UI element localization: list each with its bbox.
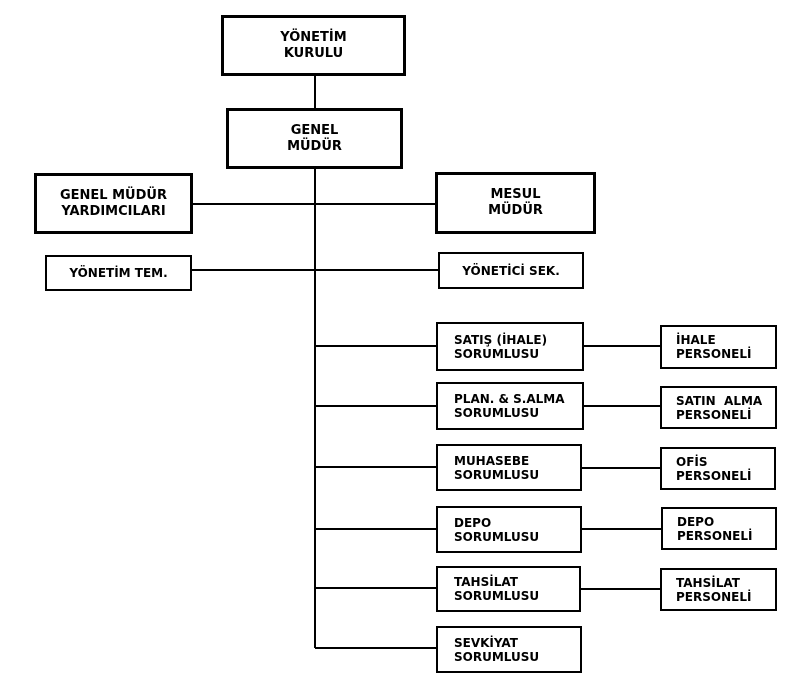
- box-label-line: SORUMLUSU: [454, 529, 540, 544]
- box-label-line: YÖNETİM TEM.: [69, 266, 168, 280]
- box-label-line: YÖNETİM: [280, 29, 347, 45]
- box-label-line: SORUMLUSU: [454, 406, 540, 420]
- box-label-line: PLAN. & S.ALMA: [454, 392, 565, 406]
- box-depo-personeli: DEPO PERSONELİ: [661, 507, 777, 550]
- box-tahsilat-sorumlusu: TAHSİLAT SORUMLUSU: [436, 566, 581, 612]
- box-label-line: PERSONELİ: [676, 468, 752, 483]
- box-label-line: SATIŞ (İHALE): [454, 332, 548, 347]
- box-label-line: SORUMLUSU: [454, 467, 540, 482]
- box-mesul-mudur: MESUL MÜDÜR: [435, 172, 596, 234]
- box-label-line: MUHASEBE: [454, 453, 530, 468]
- box-genel-mudur: GENEL MÜDÜR: [226, 108, 403, 169]
- box-tahsilat-personeli: TAHSİLAT PERSONELİ: [660, 568, 777, 611]
- box-label-line: İHALE: [676, 333, 716, 347]
- box-label-line: GENEL MÜDÜR: [60, 187, 167, 203]
- box-label-line: OFİS: [676, 454, 708, 469]
- box-genel-mudur-yardimcilari: GENEL MÜDÜR YARDIMCILARI: [34, 173, 193, 234]
- box-label-line: SATIN ALMA: [676, 393, 763, 408]
- box-label-line: SORUMLUSU: [454, 346, 540, 361]
- box-muhasebe-sorumlusu: MUHASEBE SORUMLUSU: [436, 444, 582, 491]
- box-yonetim-tem: YÖNETİM TEM.: [45, 255, 192, 291]
- box-label-line: PERSONELİ: [676, 407, 752, 422]
- box-label-line: PERSONELİ: [676, 589, 752, 604]
- box-label-line: DEPO: [677, 514, 715, 529]
- box-sevkiyat-sorumlusu: SEVKİYAT SORUMLUSU: [436, 626, 582, 673]
- box-label-line: KURULU: [283, 45, 344, 61]
- box-label-line: TAHSİLAT: [454, 575, 518, 589]
- box-satis-sorumlusu: SATIŞ (İHALE) SORUMLUSU: [436, 322, 584, 371]
- box-label-line: SORUMLUSU: [454, 649, 540, 664]
- box-label-line: MÜDÜR: [488, 203, 543, 218]
- box-label-line: MESUL: [490, 187, 541, 202]
- box-yonetici-sek: YÖNETİCİ SEK.: [438, 252, 584, 289]
- box-label-line: MÜDÜR: [287, 138, 342, 154]
- box-depo-sorumlusu: DEPO SORUMLUSU: [436, 506, 582, 553]
- box-ofis-personeli: OFİS PERSONELİ: [660, 447, 776, 490]
- box-label-line: PERSONELİ: [677, 528, 753, 543]
- box-label-line: YARDIMCILARI: [61, 203, 166, 219]
- box-ihale-personeli: İHALE PERSONELİ: [660, 325, 777, 369]
- box-label-line: SORUMLUSU: [454, 589, 540, 603]
- box-plan-salma-sorumlusu: PLAN. & S.ALMA SORUMLUSU: [436, 382, 584, 430]
- box-label-line: DEPO: [454, 515, 492, 530]
- box-label-line: TAHSİLAT: [676, 575, 740, 590]
- box-label-line: SEVKİYAT: [454, 635, 518, 650]
- box-yonetim-kurulu: YÖNETİM KURULU: [221, 15, 406, 76]
- box-label-line: PERSONELİ: [676, 347, 752, 361]
- box-label-line: YÖNETİCİ SEK.: [462, 263, 560, 278]
- box-label-line: GENEL: [290, 122, 339, 138]
- box-satin-alma-personeli: SATIN ALMA PERSONELİ: [660, 386, 777, 429]
